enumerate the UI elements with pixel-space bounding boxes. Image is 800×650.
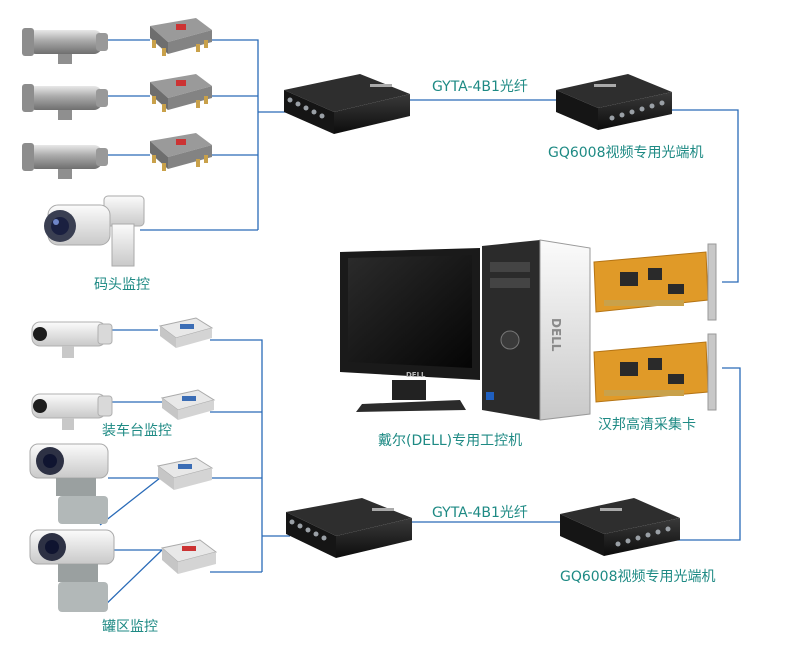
loading-camera-1 <box>31 321 113 358</box>
dell-monitor <box>340 248 480 412</box>
optical-transceiver-bottom-right <box>560 498 680 556</box>
dock-camera-2 <box>22 84 108 120</box>
loading-junction-box-2 <box>160 389 216 420</box>
fiber-top-label: GYTA-4B1光纤 <box>432 79 528 95</box>
dock-camera-1 <box>22 28 108 64</box>
optical-transceiver-bottom-left <box>286 498 412 558</box>
dock-junction-box-3 <box>150 133 212 171</box>
tank-junction-box-1 <box>156 457 214 490</box>
dock-junction-box-2 <box>150 74 212 112</box>
dock-bus-line <box>108 39 290 231</box>
loading-bus-line <box>99 329 290 611</box>
dock-ptz-camera <box>44 195 145 267</box>
tower-dell-logo: DELL <box>549 318 563 352</box>
tank-ptz-camera-1 <box>29 443 109 524</box>
monitor-dell-logo: DELL <box>406 371 426 379</box>
dock-camera-3 <box>22 143 108 179</box>
optical-transceiver-top-left <box>284 74 410 134</box>
dell-tower <box>482 239 591 421</box>
computer-label: 戴尔(DELL)专用工控机 <box>378 433 523 449</box>
capture-card-bottom <box>593 333 717 411</box>
tank-ptz-camera-2 <box>29 529 115 612</box>
loading-monitor-label: 装车台监控 <box>102 423 172 439</box>
capture-card-top <box>593 243 717 321</box>
loading-junction-box-1 <box>158 317 214 348</box>
loading-camera-2 <box>31 393 113 430</box>
optical-bottom-to-card-line <box>676 367 741 541</box>
tank-junction-box-2 <box>160 539 218 574</box>
connection-lines <box>99 39 741 611</box>
optical-top-to-card-line <box>668 109 739 283</box>
tank-monitor-label: 罐区监控 <box>102 619 158 635</box>
capture-card-label: 汉邦高清采集卡 <box>598 417 696 433</box>
optical-top-label: GQ6008视频专用光端机 <box>548 145 704 161</box>
fiber-bottom-label: GYTA-4B1光纤 <box>432 505 528 521</box>
dock-junction-box-1 <box>150 18 212 56</box>
dock-monitor-label: 码头监控 <box>94 277 150 293</box>
optical-transceiver-top-right <box>556 74 672 130</box>
optical-bottom-label: GQ6008视频专用光端机 <box>560 569 716 585</box>
